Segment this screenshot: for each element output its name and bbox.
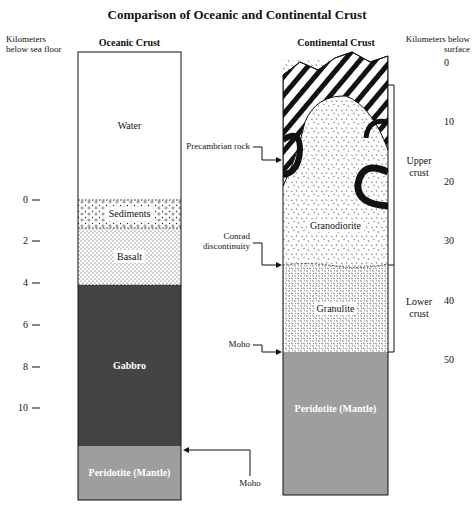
crust-layer-band: Peridotite (Mantle)	[283, 352, 388, 495]
layer-name: Granodiorite	[307, 219, 364, 233]
axis-number: 40	[444, 295, 468, 307]
axis-number: 4	[2, 277, 28, 289]
layer-name: Basalt	[114, 250, 145, 264]
layer-name: Water	[115, 119, 145, 133]
layer-name: Gabbro	[110, 359, 149, 373]
callout-label: Moho	[200, 339, 250, 349]
crust-layer-band: Granulite	[283, 265, 388, 352]
axis-title: Kilometers below surface	[404, 34, 470, 55]
crust-layer-band: Gabbro	[78, 285, 181, 446]
callout-label: Precambrian rock	[180, 141, 250, 151]
crust-layer-band: Peridotite (Mantle)	[78, 446, 181, 500]
layer-name: Peridotite (Mantle)	[292, 402, 380, 416]
axis-number: 30	[444, 235, 468, 247]
crust-layer-band: Basalt	[78, 228, 181, 285]
bracket-label: Upper crust	[398, 155, 440, 178]
axis-title: Kilometers below sea floor	[6, 34, 66, 55]
layer-name: Sediments	[106, 207, 154, 221]
crust-layer-band: Granodiorite	[283, 186, 388, 265]
callout-label: Moho	[225, 478, 275, 488]
axis-number: 10	[2, 402, 28, 414]
layer-name: Peridotite (Mantle)	[86, 466, 174, 480]
axis-number: 50	[444, 354, 468, 366]
axis-number: 20	[444, 176, 468, 188]
axis-number: 6	[2, 319, 28, 331]
crust-layer-band: Sediments	[78, 200, 181, 228]
axis-number: 8	[2, 361, 28, 373]
column-heading: Oceanic Crust	[78, 37, 181, 49]
axis-number: 0	[2, 194, 28, 206]
axis-number: 10	[444, 116, 468, 128]
axis-number: 2	[2, 235, 28, 247]
bracket-label: Lower crust	[398, 296, 440, 319]
diagram-title: Comparison of Oceanic and Continental Cr…	[0, 8, 474, 23]
layer-name: Granulite	[314, 302, 358, 316]
column-heading: Continental Crust	[276, 37, 396, 49]
callout-label: Conrad discontinuity	[180, 231, 250, 252]
axis-number: 0	[444, 57, 468, 69]
crust-layer-band: Water	[78, 52, 181, 200]
